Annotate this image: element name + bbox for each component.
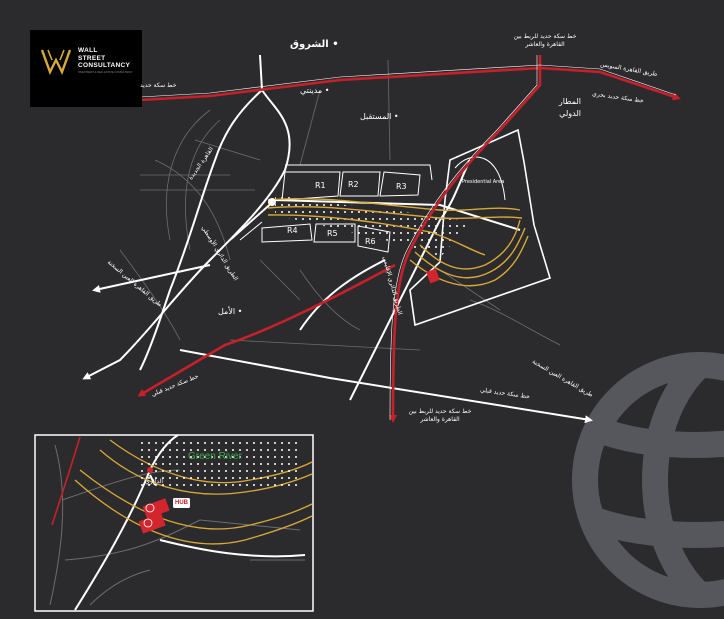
presidential-inner-road (454, 156, 506, 201)
ring-roads (267, 197, 529, 287)
label-r4: R4 (287, 226, 298, 235)
inset-red-line (51, 436, 81, 526)
logo-mark-icon (40, 49, 72, 76)
label-rail-top-link: خط سكة حديد للربط بين القاهرة والعاشر (513, 33, 577, 48)
label-r2: R2 (348, 180, 359, 189)
label-r1: R1 (315, 181, 326, 190)
junction-marker (268, 198, 276, 206)
label-hub: HUB (175, 500, 188, 506)
minor-roads (119, 59, 561, 351)
inset-project-blocks (138, 498, 190, 534)
label-airport: المطار الدولي (558, 97, 581, 118)
brand-logo: WALL STREET CONSULTANCY INVESTMENT & REA… (30, 30, 142, 107)
label-inset-ring: الدائري (145, 478, 163, 485)
railway-lines (137, 55, 681, 423)
inset-location-pin (147, 467, 153, 473)
green-river-main (275, 195, 470, 258)
label-r6: R6 (365, 237, 376, 246)
label-rail-top-left: خط سكة حديد (140, 82, 177, 89)
railway-outline (139, 55, 677, 421)
label-madinaty: مدينتي • (300, 86, 330, 95)
label-shorouk: الشروق • (290, 39, 339, 50)
label-rail-bottom-link: خط سكة حديد للربط بين القاهرة والعاشر (408, 408, 472, 423)
label-mostakbal: المستقبل • (360, 112, 399, 121)
label-amal: الأمل • (218, 307, 243, 316)
project-marker (426, 268, 440, 284)
label-presidential-area: Presidential Area (462, 179, 505, 185)
label-r5: R5 (327, 229, 338, 238)
brand-name: WALL STREET CONSULTANCY (78, 47, 131, 69)
brand-tagline: INVESTMENT & REAL ESTATE CONSULTANCY (78, 71, 133, 74)
globe-icon (572, 352, 724, 608)
inset-green-river (137, 438, 297, 486)
label-green-river: Green River (188, 451, 242, 462)
label-r3: R3 (396, 182, 407, 191)
